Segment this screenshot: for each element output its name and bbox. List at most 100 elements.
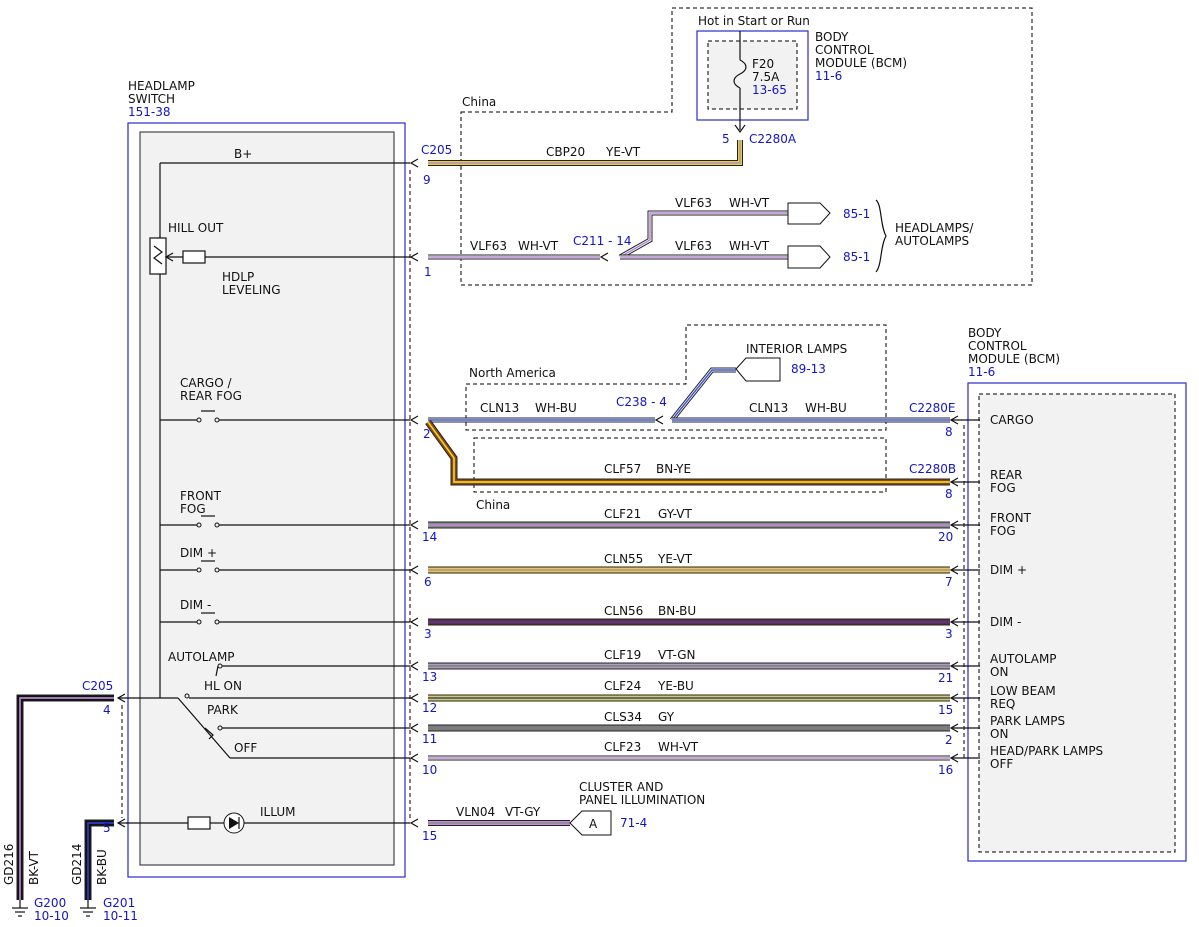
c205-left-pin4: 4 [103, 703, 111, 717]
c205-left-label: C205 [82, 679, 113, 693]
left-pin-3: 3 [424, 627, 432, 641]
hdlp-label-1: HDLP [222, 270, 254, 284]
cluster-label-2: PANEL ILLUMINATION [579, 793, 705, 807]
wire-vlf63c-circuit: VLF63 [675, 239, 712, 253]
brace-icon [875, 199, 887, 273]
fuse-amps: 7.5A [752, 70, 780, 84]
dim-minus-label: DIM - [180, 598, 211, 612]
bcm-pin-label: DIM + [990, 563, 1027, 577]
north-america-region [465, 324, 887, 431]
wire-clf57-color: BN-YE [656, 462, 691, 476]
wire-vlf63a-color: WH-VT [518, 239, 559, 253]
wire-vln04-color: VT-GY [505, 805, 541, 819]
bk-bu-label: BK-BU [95, 849, 109, 885]
wire-cbp20-color: YE-VT [605, 145, 641, 159]
interior-lamps-ref: 89-13 [791, 362, 826, 376]
china-mid-region [473, 437, 887, 493]
bcm-pin-label: OFF [990, 757, 1013, 771]
wire-clf23-color: WH-VT [658, 740, 699, 754]
region-china-mid: China [476, 498, 510, 512]
switch-front-fog [160, 515, 410, 528]
headlamp-connector-2 [787, 245, 831, 269]
cluster-connector-letter: A [589, 817, 598, 831]
bcm-pin-number: 8 [945, 487, 953, 501]
g200-ref: 10-10 [34, 909, 69, 923]
wire-cln55-color: YE-VT [657, 552, 693, 566]
wire-gd216 [16, 694, 114, 900]
interior-lamps-connector [735, 357, 781, 382]
wire-clf57-circuit: CLF57 [604, 462, 641, 476]
wire-layer [16, 140, 950, 900]
fuse-name: F20 [752, 57, 774, 71]
bcm-top-connector: C2280A [749, 132, 797, 146]
c205-label: C205 [421, 143, 452, 157]
bcm-pin-number: 20 [938, 530, 953, 544]
hl-on-label: HL ON [204, 679, 242, 693]
left-pin-10: 10 [422, 763, 437, 777]
headlamp-switch-title-2: SWITCH [128, 92, 175, 106]
bcm-pin-number: 16 [938, 763, 953, 777]
splice-c238: C238 - 4 [616, 395, 667, 409]
wire-clf19-color: VT-GN [658, 648, 695, 662]
pot-icon [153, 245, 163, 265]
bcm-pin-label: ON [990, 727, 1008, 741]
arrow-icon [599, 252, 609, 262]
bcm-top-hot-label: Hot in Start or Run [698, 14, 810, 28]
cluster-label-1: CLUSTER AND [579, 780, 663, 794]
arrow-icon [734, 124, 746, 134]
bcm-pin-number: 21 [938, 671, 953, 685]
left-pin-12: 12 [422, 701, 437, 715]
wire-cls34-circuit: CLS34 [604, 710, 642, 724]
ground-icon [80, 900, 96, 917]
cargo-label-1: CARGO / [180, 376, 232, 390]
ground-icon [12, 900, 28, 917]
cargo-label-2: REAR FOG [180, 389, 242, 403]
bcm-pin-number: 7 [945, 575, 953, 589]
bcm-right-inner [978, 393, 1176, 853]
bcm-pin-label: REAR [990, 468, 1022, 482]
headlamps-label-1: HEADLAMPS/ [895, 221, 974, 235]
rotary-headlamp-switch [160, 663, 410, 759]
bcm-pin-label: ON [990, 665, 1008, 679]
wire-clf24-color: YE-BU [657, 679, 694, 693]
left-pin-2: 2 [423, 427, 431, 441]
wire-cbp20 [428, 140, 743, 166]
front-fog-label-2: FOG [180, 502, 206, 516]
bcm-pin-label: HEAD/PARK LAMPS [990, 744, 1103, 758]
bplus-label: B+ [234, 147, 252, 161]
wire-cls34-color: GY [658, 710, 675, 724]
illum-label: ILLUM [260, 805, 295, 819]
switch-cargo [160, 410, 410, 423]
bcm-pin-label: PARK LAMPS [990, 714, 1065, 728]
wire-cln56-circuit: CLN56 [604, 604, 643, 618]
bcm-right-title-1: BODY [968, 326, 1002, 340]
g201-ref: 10-11 [103, 909, 138, 923]
wire-vlf63a-circuit: VLF63 [470, 239, 507, 253]
wire-clf23-circuit: CLF23 [604, 740, 641, 754]
cluster-ref: 71-4 [620, 816, 647, 830]
wire-cln13b-color: WH-BU [805, 401, 847, 415]
bcm-right-connector-e: C2280E [909, 401, 956, 415]
fuse-icon [733, 59, 747, 89]
g201-label: G201 [103, 896, 135, 910]
bcm-pin-label: FOG [990, 481, 1016, 495]
wire-cbp20-circuit: CBP20 [546, 145, 585, 159]
illum-resistor-icon [187, 816, 211, 830]
left-pin-15: 15 [422, 829, 437, 843]
left-pin-6: 6 [424, 575, 432, 589]
left-arrows [409, 158, 419, 828]
autolamp-label: AUTOLAMP [168, 650, 235, 664]
bcm-pin-label: DIM - [990, 615, 1021, 629]
bcm-right-connector-b: C2280B [909, 462, 956, 476]
bcm-pin-label: LOW BEAM [990, 684, 1056, 698]
china-top-region [460, 7, 1033, 286]
off-label: OFF [234, 741, 257, 755]
switch-dim-minus [160, 612, 410, 625]
headlamp-connector-1 [787, 202, 831, 225]
arrow-icon [654, 415, 664, 425]
bcm-right-title-2: CONTROL [968, 339, 1027, 353]
wire-clf24-circuit: CLF24 [604, 679, 641, 693]
pin-c205-9: 9 [423, 173, 431, 187]
gd216-label: GD216 [2, 844, 16, 885]
